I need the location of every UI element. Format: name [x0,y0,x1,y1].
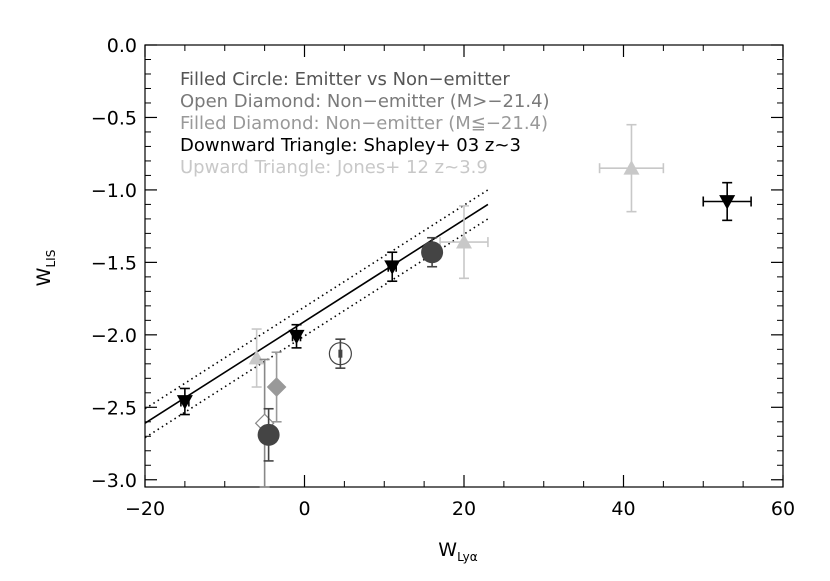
data-point-diamond-filled [266,377,287,397]
x-tick-label: 0 [298,498,310,520]
legend-entry: Downward Triangle: Shapley+ 03 z~3 [180,135,521,156]
fit-line [144,203,489,424]
y-tick-label: −3.0 [91,470,137,492]
x-tick-label: −20 [125,498,165,520]
legend-entry: Upward Triangle: Jones+ 12 z~3.9 [180,157,488,178]
legend-entry: Open Diamond: Non−emitter (M>−21.4) [180,91,550,112]
y-tick-label: −2.5 [91,397,137,419]
data-point-triangle-down [384,260,401,275]
data-point-triangle-up [456,234,472,249]
data-point-circle [257,423,280,446]
data-point-circle [421,241,444,264]
x-tick-label: 20 [452,498,476,520]
x-tick-label: 40 [611,498,635,520]
y-tick-label: −2.0 [91,325,137,347]
data-point-triangle-up [623,160,640,175]
data-point-triangle-down [719,195,736,210]
y-axis-title-sub: LIS [44,250,58,268]
y-axis-title: WLIS [33,250,58,287]
data-point-circle-core [338,349,343,358]
data-point-triangle-down [176,395,193,410]
y-axis-title-main: W [33,267,55,286]
data-marks [176,123,752,488]
axes: −20 0 20 40 60 0.0 −0.5 −1.0 −1.5 −2.0 −2.5 −3.0 [91,35,795,520]
x-axis-title: WLyα [438,539,477,564]
data-point-triangle-down [288,329,305,345]
x-axis-title-main: W [438,539,457,561]
data-point-circle-open [328,342,352,366]
fit-bound-line [144,189,489,410]
legend-entry: Filled Circle: Emitter vs Non−emitter [180,69,510,90]
y-tick-label: −0.5 [91,107,137,129]
data-point-triangle-up [248,350,265,365]
x-axis-title-sub: Lyα [457,550,478,564]
fit-lines [144,189,489,439]
y-tick-label: −1.0 [91,180,137,202]
x-tick-label: 60 [771,498,795,520]
legend: Filled Circle: Emitter vs Non−emitterOpe… [180,69,550,178]
y-tick-label: −1.5 [91,252,137,274]
legend-entry: Filled Diamond: Non−emitter (M≦−21.4) [180,113,548,134]
y-tick-label: 0.0 [107,35,137,57]
